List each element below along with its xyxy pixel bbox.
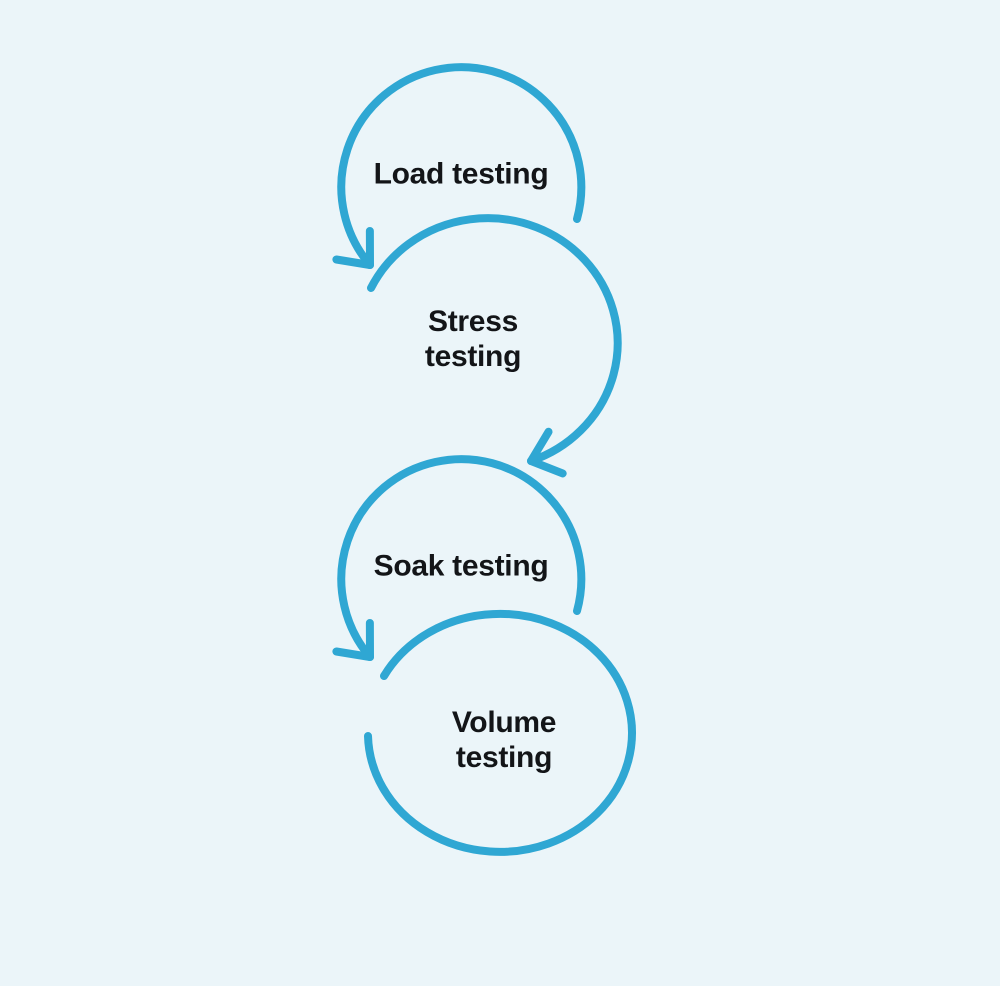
loop-arrow-soak-testing <box>332 455 586 661</box>
loop-arrow-load-testing <box>332 63 586 269</box>
label-stress-testing: Stress testing <box>424 305 522 373</box>
label-volume-testing: Volume testing <box>451 706 557 774</box>
label-soak-testing: Soak testing <box>373 549 549 583</box>
loop-arrow-stress-testing <box>367 214 622 478</box>
label-load-testing: Load testing <box>373 157 549 191</box>
loop-circle-volume-testing <box>364 609 636 856</box>
